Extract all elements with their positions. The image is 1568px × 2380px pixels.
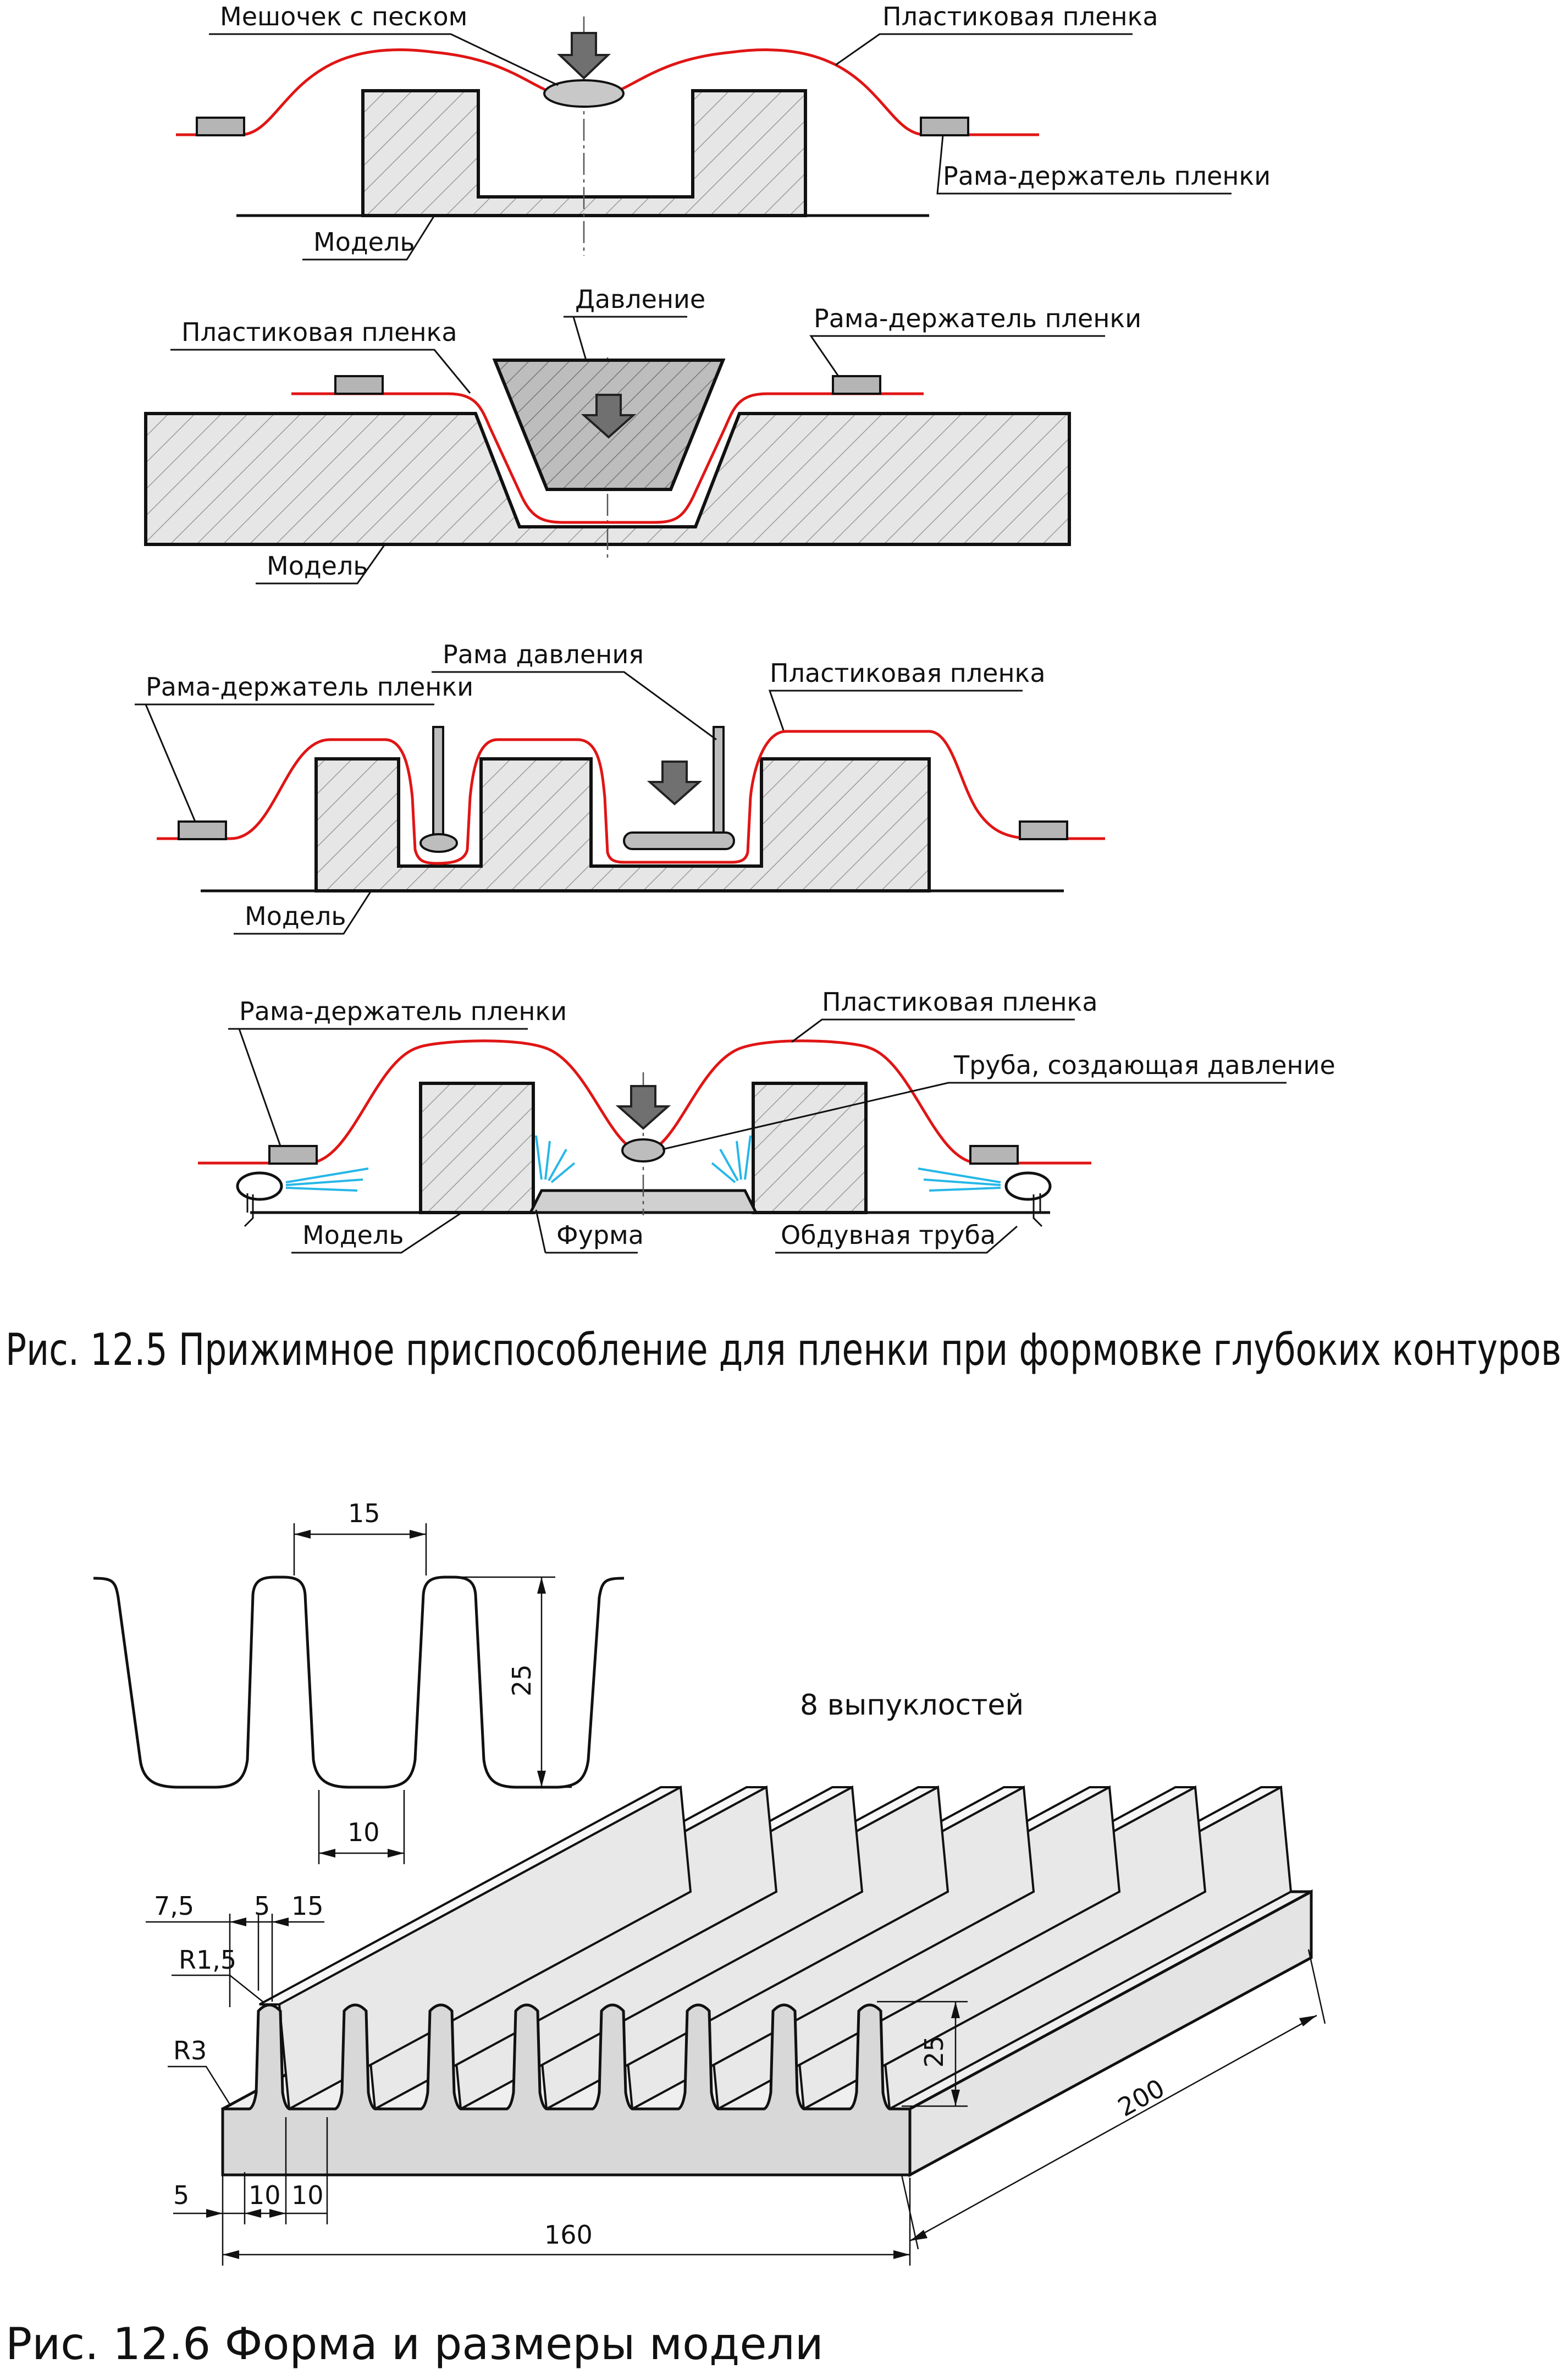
plastic-film-3 xyxy=(157,730,1105,865)
model-block-2 xyxy=(144,412,1071,546)
dim-width: 160 xyxy=(544,2220,593,2250)
model-block-1 xyxy=(361,89,807,217)
dim-10-bottom-b: 10 xyxy=(291,2180,324,2210)
profile-outline xyxy=(93,1575,625,1789)
label-film-3: Пластиковая пленка xyxy=(770,658,1046,688)
label-ribs-count: 8 выпуклостей xyxy=(800,1689,1024,1722)
pressure-rod-right xyxy=(713,726,725,848)
blow-tube-right xyxy=(1004,1171,1052,1227)
panel-2-pressure: Пластиковая пленка Давление Рама-держате… xyxy=(144,284,1141,585)
film-frame-right-4 xyxy=(969,1145,1019,1165)
label-tube: Труба, создающая давление xyxy=(953,1050,1335,1080)
model-block-3 xyxy=(314,757,931,892)
film-frame-left-4 xyxy=(268,1145,318,1165)
label-mold: Фурма xyxy=(556,1220,644,1250)
dim-7-5: 7,5 xyxy=(154,1891,194,1921)
label-frame-3: Рама-держатель пленки xyxy=(146,672,473,702)
rib-flank-1 xyxy=(278,1785,692,2111)
label-frame-4: Рама-держатель пленки xyxy=(239,996,567,1026)
label-press-frame: Рама давления xyxy=(443,640,644,669)
dim-length: 200 xyxy=(1113,2073,1169,2123)
down-arrow-icon xyxy=(615,1085,671,1130)
label-blow-tube: Обдувная труба xyxy=(781,1220,996,1250)
label-pressure: Давление xyxy=(575,284,705,314)
dim-5-top: 5 xyxy=(254,1891,270,1921)
film-frame-right-1 xyxy=(920,117,969,136)
label-frame-1: Рама-держатель пленки xyxy=(943,161,1271,191)
label-film-4: Пластиковая пленка xyxy=(822,987,1098,1017)
panel-4-blow: Рама-держатель пленки Пластиковая пленка… xyxy=(198,987,1335,1254)
label-model-2: Модель xyxy=(267,551,368,581)
film-frame-left-1 xyxy=(196,117,245,136)
dim-5-bottom: 5 xyxy=(173,2180,189,2210)
film-frame-left-3 xyxy=(178,820,227,840)
plastic-film-2 xyxy=(291,392,924,524)
label-film-1: Пластиковая пленка xyxy=(882,2,1158,31)
down-arrow-icon xyxy=(557,32,611,80)
dim-r1-5: R1,5 xyxy=(179,1945,236,1975)
fig-12-6-dimensions: 7,5 5 15 R1,5 R3 25 200 5 10 10 xyxy=(146,1891,1326,2266)
dim-25-iso: 25 xyxy=(919,2035,949,2068)
fig-12-6-model xyxy=(221,1785,1313,2178)
dim-r3: R3 xyxy=(173,2036,207,2065)
pressure-rod-left xyxy=(432,726,444,848)
dim-15-top: 15 xyxy=(291,1891,324,1921)
label-model-4: Модель xyxy=(302,1220,404,1250)
pressure-bag-left xyxy=(419,833,458,853)
model-block-4-right xyxy=(752,1082,868,1214)
label-model-1: Модель xyxy=(313,227,415,257)
panel-1-sandbag: Мешочек с песком Пластиковая пленка Рама… xyxy=(176,2,1271,261)
down-arrow-icon xyxy=(647,761,703,806)
caption-fig-12-6: Рис. 12.6 Форма и размеры модели xyxy=(5,2318,824,2370)
dim-top-width: 15 xyxy=(348,1498,380,1528)
dim-10-bottom-a: 10 xyxy=(249,2180,281,2210)
film-frame-right-3 xyxy=(1019,820,1068,840)
model-front-face xyxy=(221,2003,912,2177)
panel-3-pressure-frame: Рама-держатель пленки Рама давления Плас… xyxy=(135,640,1105,935)
label-model-3: Модель xyxy=(245,901,346,931)
label-film-2: Пластиковая пленка xyxy=(181,317,457,347)
pressure-tube-4 xyxy=(621,1138,665,1163)
fig-12-6-profile: 15 25 10 xyxy=(93,1498,625,1864)
air-jets xyxy=(285,1135,1001,1192)
model-block-4-left xyxy=(419,1082,535,1214)
blow-tube-left xyxy=(236,1171,283,1227)
dim-height: 25 xyxy=(507,1664,537,1696)
caption-fig-12-5: Рис. 12.5 Прижимное приспособление для п… xyxy=(5,1324,1561,1375)
sandbag xyxy=(543,79,625,108)
dim-bottom-width: 10 xyxy=(347,1817,380,1847)
label-sandbag: Мешочек с песком xyxy=(220,2,467,31)
film-frame-right-2 xyxy=(832,375,881,395)
down-arrow-icon xyxy=(581,394,637,439)
film-frame-left-2 xyxy=(334,375,384,395)
pressure-bar xyxy=(623,831,735,850)
label-frame-2: Рама-держатель пленки xyxy=(814,304,1141,333)
